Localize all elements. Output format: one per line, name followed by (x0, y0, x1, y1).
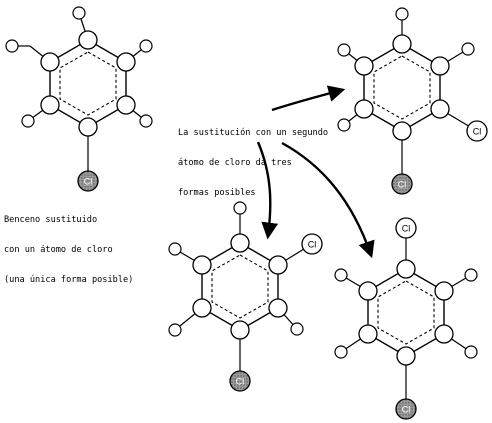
carbon-atom (396, 346, 416, 366)
chlorine-atom (395, 398, 417, 420)
carbon-atom (78, 30, 98, 50)
arrow-to-bottom-right (281, 141, 375, 259)
caption-line: formas posibles (178, 188, 256, 198)
molecule-bottom-left: Cl Cl (168, 201, 323, 392)
hydrogen-atom (395, 7, 409, 21)
caption-line: La sustitución con un segundo (178, 128, 329, 138)
hydrogen-atom (233, 201, 247, 215)
caption-line: átomo de cloro da tres (178, 158, 292, 168)
molecule-bottom-right: Cl Cl (334, 217, 478, 420)
carbon-atom (192, 255, 212, 275)
hydrogen-atom (337, 118, 351, 132)
hydrogen-atom (464, 268, 478, 282)
carbon-atom (230, 233, 250, 253)
molecule-monochlorobenzene: Cl (5, 6, 153, 192)
hydrogen-atom (464, 345, 478, 359)
hydrogen-atom (139, 114, 153, 128)
carbon-atom (40, 95, 60, 115)
chlorine-label: Cl (402, 405, 411, 415)
hydrogen-atom (337, 43, 351, 57)
chlorine-atom (466, 120, 488, 142)
carbon-atom (230, 320, 250, 340)
caption-substitution: La sustitución con un segundo átomo de c… (178, 108, 328, 208)
hydrogen-atom (5, 39, 19, 53)
hydrogen-atom (72, 6, 86, 20)
caption-benzene: Benceno sustituido con un átomo de cloro… (4, 195, 133, 295)
carbon-atom (78, 117, 98, 137)
carbon-atom (116, 52, 136, 72)
carbon-atom (268, 298, 288, 318)
carbon-atom (392, 34, 412, 54)
chlorine-atom (395, 217, 417, 239)
caption-line: Benceno sustituido (4, 215, 98, 225)
carbon-atom (358, 281, 378, 301)
carbon-atom (434, 281, 454, 301)
chlorine-label: Cl (84, 177, 93, 187)
chlorine-label: Cl (402, 224, 411, 234)
chlorine-label: Cl (308, 240, 317, 250)
chlorine-atom (391, 173, 413, 195)
hydrogen-atom (168, 242, 182, 256)
arrow-to-bottom-left (256, 141, 279, 240)
hydrogen-atom (290, 322, 304, 336)
chlorine-label: Cl (473, 127, 482, 137)
carbon-atom (354, 99, 374, 119)
carbon-atom (354, 56, 374, 76)
chlorine-label: Cl (236, 377, 245, 387)
hydrogen-atom (139, 39, 153, 53)
chlorine-atom (301, 233, 323, 255)
hydrogen-atom (461, 42, 475, 56)
carbon-atom (358, 324, 378, 344)
carbon-atom (430, 56, 450, 76)
hydrogen-atom (168, 323, 182, 337)
chlorine-atom (77, 170, 99, 192)
caption-line: (una única forma posible) (4, 275, 134, 285)
hydrogen-atom (334, 345, 348, 359)
caption-line: con un átomo de cloro (4, 245, 113, 255)
carbon-atom (430, 99, 450, 119)
carbon-atom (392, 121, 412, 141)
hydrogen-atom (21, 114, 35, 128)
carbon-atom (40, 52, 60, 72)
molecule-top-right: Cl Cl (337, 7, 488, 195)
carbon-atom (396, 259, 416, 279)
chlorine-atom (229, 370, 251, 392)
hydrogen-atom (334, 268, 348, 282)
carbon-atom (268, 255, 288, 275)
carbon-atom (192, 298, 212, 318)
chlorine-label: Cl (398, 180, 407, 190)
carbon-atom (434, 324, 454, 344)
arrow-to-top-right (271, 85, 346, 112)
carbon-atom (116, 95, 136, 115)
